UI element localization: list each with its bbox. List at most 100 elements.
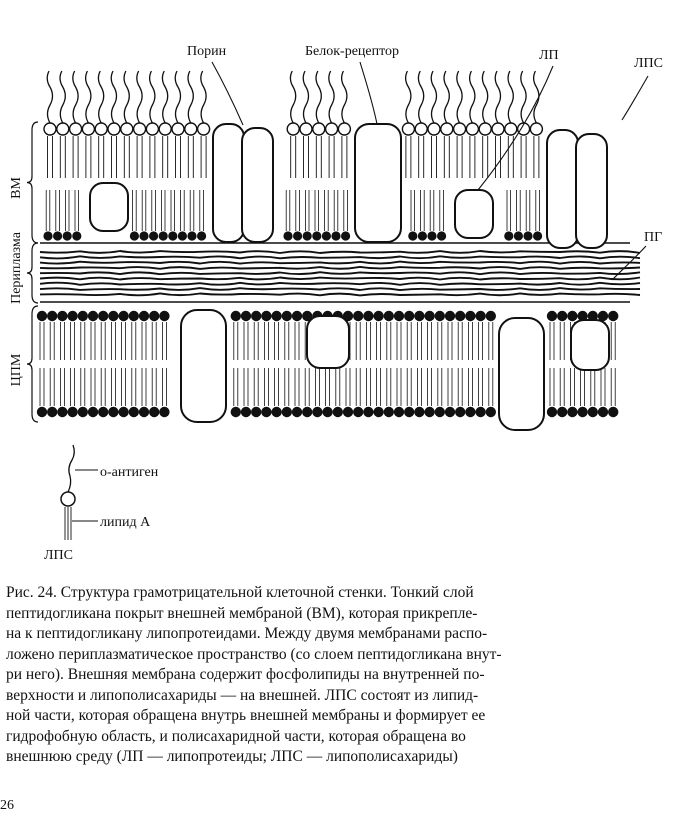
phospholipid-head xyxy=(445,311,455,321)
phospholipid-head xyxy=(241,311,251,321)
lps-head xyxy=(287,123,299,135)
phospholipid-head xyxy=(159,407,169,417)
phospholipid-head xyxy=(271,311,281,321)
lipoprotein-anchor xyxy=(90,183,128,231)
phospholipid-head xyxy=(139,407,149,417)
membrane-protein xyxy=(307,316,349,368)
phospholipid-head xyxy=(43,231,52,240)
phospholipid-head xyxy=(414,311,424,321)
o-antigen-chain xyxy=(47,71,52,123)
phospholipid-head xyxy=(523,231,532,240)
phospholipid-head xyxy=(353,407,363,417)
phospholipid-head xyxy=(139,311,149,321)
lps-head xyxy=(479,123,491,135)
o-antigen-chain xyxy=(303,71,308,123)
label-outer-membrane: ВМ xyxy=(9,177,24,199)
phospholipid-head xyxy=(394,311,404,321)
lps-head xyxy=(466,123,478,135)
o-antigen-chain xyxy=(508,71,513,123)
phospholipid-head xyxy=(37,407,47,417)
phospholipid-head xyxy=(149,407,159,417)
caption-line-3: на к пептидогликану липопротеидами. Межд… xyxy=(6,624,678,645)
lps-head xyxy=(428,123,440,135)
caption-line-6: верхности и липополисахариды — на внешне… xyxy=(6,686,678,707)
caption-line-1: Рис. 24. Структура грамотрицательной кле… xyxy=(6,583,678,604)
label-cytoplasmic-membrane: ЦПМ xyxy=(9,353,24,386)
o-antigen-chain xyxy=(175,71,180,123)
o-antigen-chain xyxy=(60,71,65,123)
phospholipid-head xyxy=(455,407,465,417)
lps-legend xyxy=(61,445,98,540)
phospholipid-head xyxy=(149,231,158,240)
caption-line-5: ри него). Внешняя мембрана содержит фосф… xyxy=(6,665,678,686)
o-antigen-chain xyxy=(431,71,436,123)
phospholipid-head xyxy=(404,407,414,417)
lps-head xyxy=(70,123,82,135)
phospholipid-head xyxy=(178,231,187,240)
o-antigen-chain xyxy=(495,71,500,123)
phospholipid-head xyxy=(282,311,292,321)
lps-head xyxy=(338,123,350,135)
phospholipid-head xyxy=(533,231,542,240)
legend-o-antigen-chain xyxy=(68,445,74,492)
phospholipid-head xyxy=(384,311,394,321)
phospholipid-head xyxy=(168,231,177,240)
phospholipid-head xyxy=(547,407,557,417)
lps-leader xyxy=(622,76,648,120)
phospholipid-head xyxy=(251,311,261,321)
phospholipid-head xyxy=(547,311,557,321)
phospholipid-head xyxy=(88,407,98,417)
phospholipid-head xyxy=(608,407,618,417)
o-antigen-chain xyxy=(316,71,321,123)
phospholipid-head xyxy=(98,407,108,417)
phospholipid-head xyxy=(63,231,72,240)
phospholipid-head xyxy=(72,231,81,240)
peptidoglycan-fibre xyxy=(40,256,640,258)
phospholipid-head xyxy=(437,231,446,240)
phospholipid-head xyxy=(394,407,404,417)
phospholipid-head xyxy=(88,311,98,321)
phospholipid-head xyxy=(588,407,598,417)
porin-protein xyxy=(213,124,244,242)
phospholipid-head xyxy=(303,231,312,240)
o-antigen-chain xyxy=(534,71,539,123)
outer-membrane-brace xyxy=(27,122,38,243)
phospholipid-head xyxy=(108,311,118,321)
phospholipid-head xyxy=(271,407,281,417)
phospholipid-head xyxy=(98,311,108,321)
o-antigen-chain xyxy=(482,71,487,123)
phospholipid-head xyxy=(231,407,241,417)
porin-protein xyxy=(576,134,607,248)
receptor-leader xyxy=(360,62,377,124)
phospholipid-head xyxy=(373,311,383,321)
o-antigen-chain xyxy=(457,71,462,123)
phospholipid-head xyxy=(312,407,322,417)
phospholipid-head xyxy=(197,231,206,240)
phospholipid-head xyxy=(418,231,427,240)
phospholipid-head xyxy=(353,311,363,321)
lps-head xyxy=(172,123,184,135)
phospholipid-head xyxy=(333,407,343,417)
lps-head xyxy=(82,123,94,135)
o-antigen-chain xyxy=(470,71,475,123)
phospholipid-head xyxy=(435,407,445,417)
membrane-protein xyxy=(181,310,226,422)
peptidoglycan-fibre xyxy=(40,272,640,274)
o-antigen-chain xyxy=(290,71,295,123)
lps-head xyxy=(44,123,56,135)
phospholipid-head xyxy=(159,231,168,240)
label-lp: ЛП xyxy=(539,48,559,63)
porin-leader xyxy=(212,62,243,125)
phospholipid-head xyxy=(67,407,77,417)
o-antigen-chain xyxy=(201,71,206,123)
legend-label-lipid-a: липид А xyxy=(100,515,151,530)
lps-head xyxy=(134,123,146,135)
lps-head xyxy=(492,123,504,135)
membrane-protein xyxy=(571,320,609,370)
peptidoglycan-fibre xyxy=(40,288,640,290)
label-pg: ПГ xyxy=(644,230,662,245)
o-antigen-chain xyxy=(444,71,449,123)
phospholipid-head xyxy=(424,311,434,321)
phospholipid-head xyxy=(293,231,302,240)
phospholipid-head xyxy=(322,231,331,240)
